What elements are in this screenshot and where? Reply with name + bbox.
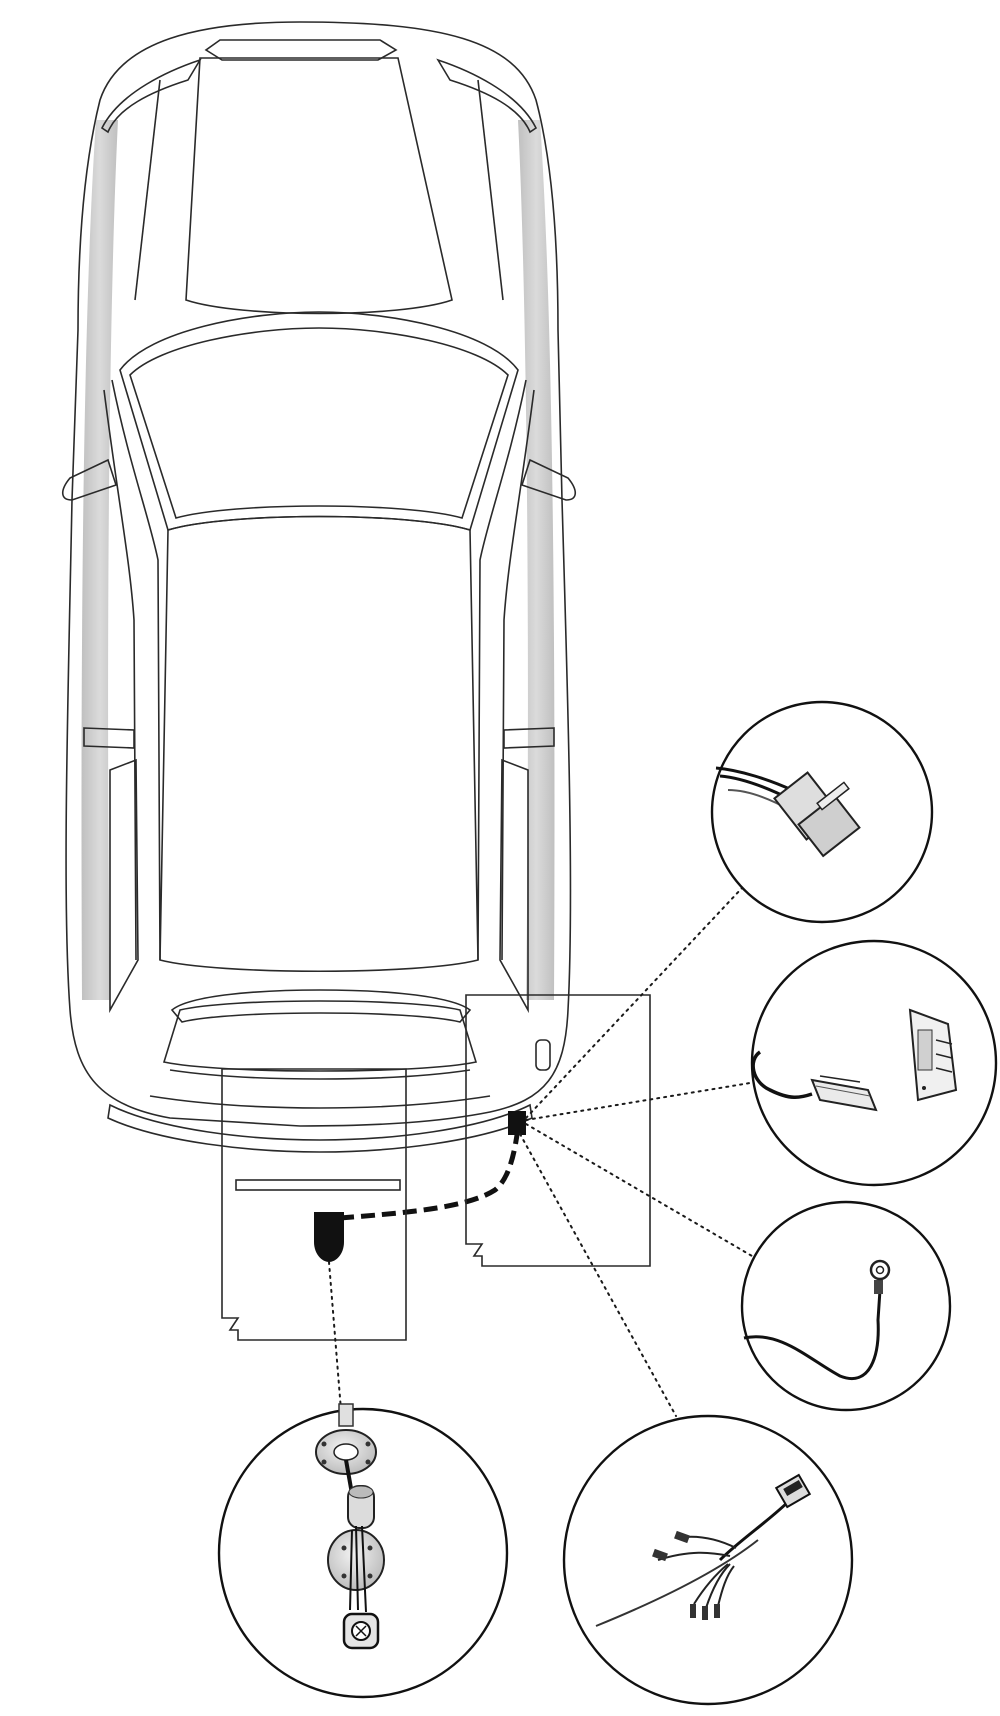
multipin-connector-icon xyxy=(751,1008,958,1112)
inset-connector-plug xyxy=(710,700,934,924)
leader-lines xyxy=(328,887,753,1417)
control-module-icon xyxy=(508,1111,526,1135)
ring-terminal-icon xyxy=(743,1259,891,1380)
inset-multipin-connector xyxy=(750,939,998,1187)
wire-leads-icon xyxy=(595,1473,812,1627)
inset-wire-leads xyxy=(562,1414,854,1706)
cable-route xyxy=(339,1127,521,1221)
connector-plug-icon xyxy=(715,766,861,858)
towbar-socket-icon xyxy=(314,1212,344,1262)
module-bracket-outline xyxy=(465,994,651,1267)
car-top-view xyxy=(61,21,577,1191)
socket-assembly-icon xyxy=(315,1403,385,1650)
inset-ground-terminal xyxy=(740,1200,952,1412)
inset-socket-assembly xyxy=(217,1403,509,1699)
socket-bracket-outline xyxy=(221,1068,407,1341)
